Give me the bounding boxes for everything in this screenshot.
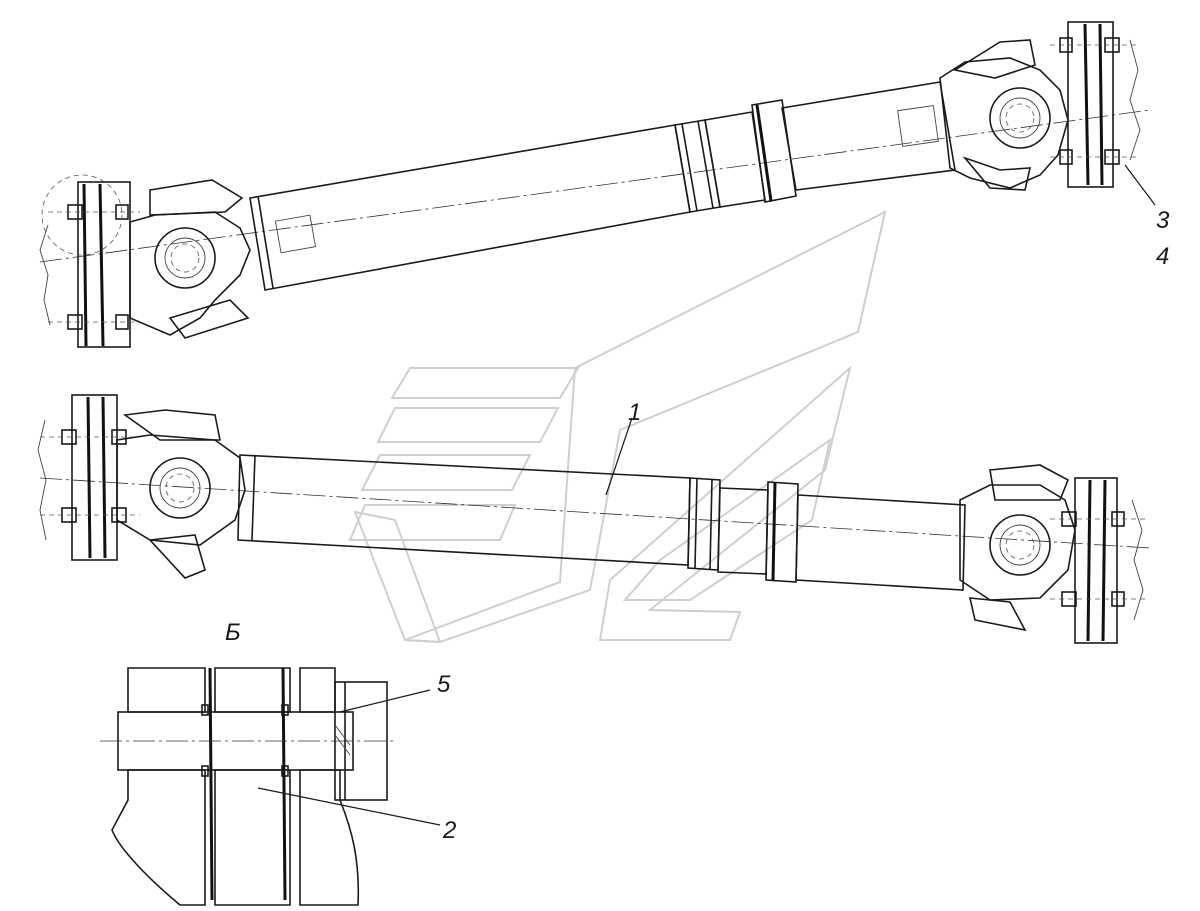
bottom-shaft-tube xyxy=(237,454,966,591)
top-shaft-tube xyxy=(249,81,956,291)
bottom-propeller-shaft xyxy=(37,394,1151,644)
callout-1: 1 xyxy=(628,399,641,426)
bottom-right-yoke xyxy=(959,464,1076,632)
top-right-flange xyxy=(1050,21,1141,188)
section-label-b: Б xyxy=(225,619,241,646)
top-right-yoke xyxy=(939,39,1069,191)
bottom-left-flange xyxy=(37,394,140,561)
top-propeller-shaft xyxy=(39,21,1151,348)
detail-section-b xyxy=(100,667,395,906)
callout-3: 3 xyxy=(1156,207,1170,234)
callout-5: 5 xyxy=(437,671,451,698)
callout-4: 4 xyxy=(1156,243,1169,270)
callout-leaders xyxy=(257,164,1156,826)
callout-2: 2 xyxy=(442,817,456,844)
top-left-flange xyxy=(39,174,140,348)
bottom-right-flange xyxy=(1050,477,1145,644)
bottom-left-yoke xyxy=(116,409,246,579)
top-left-yoke xyxy=(129,179,251,339)
watermark-logo xyxy=(348,210,887,644)
